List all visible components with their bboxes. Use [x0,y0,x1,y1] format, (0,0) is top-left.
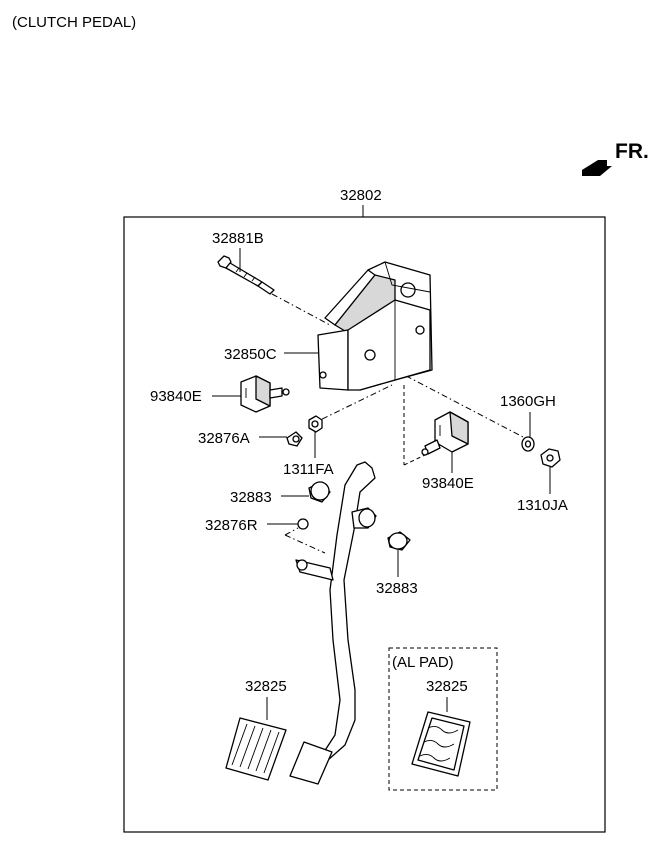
label-32876R: 32876R [205,517,258,534]
washer-1360GH [521,436,535,452]
label-switch-right: 93840E [422,475,474,492]
bracket-32850C [317,261,433,391]
stopper-32876R [297,518,309,530]
pad-rubber-32825 [225,717,287,781]
label-al-pad: (AL PAD) [392,654,454,671]
label-pad-rubber: 32825 [245,678,287,695]
label-bushing-right: 32883 [376,580,418,597]
label-1311FA: 1311FA [283,461,334,478]
label-bushing-left: 32883 [230,489,272,506]
front-direction-indicator: FR. [582,140,649,176]
front-arrow-icon [582,160,612,176]
diagram-title: (CLUTCH PEDAL) [12,14,136,31]
pedal-foot-plate [289,741,333,785]
label-1310JA: 1310JA [517,497,568,514]
bolt-32881B [217,255,275,295]
label-switch-left: 93840E [150,388,202,405]
al-pad-box [388,647,498,791]
switch-right-93840E [421,411,469,456]
assembly-label: 32802 [340,187,382,204]
label-32850C: 32850C [224,346,277,363]
assembly-frame [123,216,606,833]
label-pad-al: 32825 [426,678,468,695]
pad-al-32825 [411,711,471,777]
label-1360GH: 1360GH [500,393,556,410]
nut-1310JA [540,448,561,468]
bushing-left-32883 [308,481,331,503]
front-label: FR. [615,140,649,163]
bushing-right-32883 [387,531,411,551]
nut-1311FA [308,415,323,433]
label-32881B: 32881B [212,230,264,247]
switch-left-93840E [240,375,290,413]
stopper-32876A [286,431,303,447]
clutch-pedal-arm [295,461,377,761]
label-32876A: 32876A [198,430,250,447]
